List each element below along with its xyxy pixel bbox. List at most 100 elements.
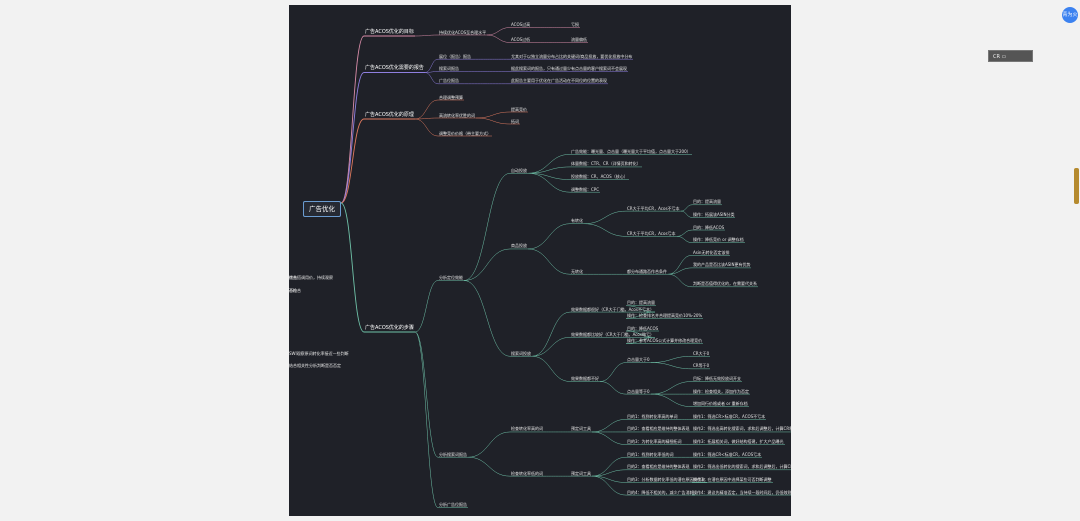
leaf-node[interactable]: 增加同行价格或者 or 重新存档 [693, 401, 748, 407]
scrollbar-thumb[interactable] [1074, 168, 1079, 204]
connector-line [414, 118, 439, 137]
leaf-node[interactable]: 自动投放 [511, 167, 527, 173]
leaf-node[interactable]: 操作1：筛选CR<标准CR，ACOS亏本 [693, 451, 762, 457]
leaf-node[interactable]: 目的：提高流量 [627, 300, 655, 306]
leaf-node[interactable]: 点击量等于0 [627, 388, 650, 394]
leaf-node[interactable]: 目的4：降低不相关的，减少广告消耗 [627, 489, 694, 495]
leaf-node[interactable]: CR大于平均CR，Acos亏本 [627, 230, 676, 236]
leaf-node[interactable]: ACOS过高 [511, 22, 531, 27]
leaf-node[interactable]: 目的1：找到转化率高的单词 [627, 413, 678, 419]
connector-line [591, 475, 627, 496]
leaf-node[interactable]: 操作：检查相关，添加作为否定 [693, 388, 749, 394]
leaf-node[interactable]: 尤其对于以独立流量分布占比的关键词/商品投放，要优化投放中分布 [511, 53, 633, 59]
leaf-node[interactable]: 效果数据都不好 [571, 375, 599, 381]
leaf-node[interactable]: 否粒 [289, 287, 297, 293]
leaf-node[interactable]: 操作2：筛选出高转化搜索词，求和后调整后，计算CR和ACOS [693, 426, 791, 432]
leaf-node[interactable]: 高流转化率优胜的词 [439, 112, 475, 118]
leaf-node[interactable]: ACOS过低 [511, 37, 531, 42]
leaf-node[interactable]: 持续优化ACOS至合理水平 [439, 29, 487, 35]
leaf-node[interactable]: 投放数据：CR、ACOS（核心） [571, 174, 628, 180]
branch-node[interactable]: 广告ACOS优化的目标 [365, 28, 414, 35]
leaf-node[interactable]: 广告效能：曝光量、点击量（曝光量大于平均值，点击量大于200） [571, 148, 691, 154]
leaf-node[interactable]: 据此搜索词的报告，只有通过量少有点击量的客户搜索词不会展现 [511, 66, 627, 71]
user-avatar-button[interactable]: 青为火 [1062, 7, 1078, 23]
connector-line [486, 27, 511, 36]
leaf-node[interactable]: 广告位报告 [439, 78, 459, 84]
leaf-node[interactable]: 分析搜索词报告 [439, 451, 467, 457]
leaf-node[interactable]: 预定词工具 [571, 470, 591, 476]
connector-line [414, 331, 439, 458]
leaf-node[interactable]: 调整数据：CPC [571, 186, 599, 192]
leaf-node[interactable]: 目的2：查看相应是维持的整体表现 [627, 426, 690, 432]
connector-line [625, 311, 656, 319]
leaf-node[interactable]: 展位（报告）报告 [439, 53, 471, 59]
leaf-node[interactable]: 拓词 [511, 118, 519, 124]
leaf-node[interactable]: 操作：检查排名并合理提高竞价10%-20% [627, 312, 703, 318]
connector-line [527, 166, 571, 174]
leaf-node[interactable]: CR等于0 [693, 363, 710, 369]
leaf-node[interactable]: 我的产品是否比该ASIN更有优势 [693, 262, 751, 268]
leaf-node[interactable]: Asin无转化否定该排 [693, 249, 730, 255]
leaf-node[interactable]: 目的3：为转化率高的精细拓词 [627, 439, 682, 445]
leaf-node[interactable]: 合理调整预算 [439, 94, 463, 100]
leaf-node[interactable]: 都分布通路否作合条件 [627, 268, 667, 274]
leaf-node[interactable]: 效果数据都比较好（CR大于门槛，Acos略亏） [571, 331, 654, 337]
leaf-node[interactable]: CR大于0 [693, 350, 710, 356]
mindmap-canvas: 广告优化 广告ACOS优化的目标 持续优化ACOS至合理水平 ACOS过高 亏损 ACOS… [289, 5, 791, 516]
leaf-node[interactable]: 提高竞价 [511, 106, 527, 112]
leaf-node[interactable]: 目的：提高流量 [693, 199, 721, 205]
leaf-node[interactable]: 预定词工具 [571, 426, 591, 432]
leaf-node[interactable]: 操作：降低竞价 or 调整存档 [693, 237, 744, 243]
leaf-node[interactable]: 此报告主要用于优化在广告活动在不同位的位置的表现 [511, 78, 607, 84]
connector-line [667, 273, 693, 288]
leaf-node[interactable]: 操作：拓展该ASIN分类 [693, 211, 735, 217]
leaf-node[interactable]: 判断是否值得优化的，在需要代关系 [693, 281, 757, 287]
leaf-node[interactable]: 操作4：建议先精准否定，当持续一段时间后，仍低效则精确否定 [693, 489, 791, 495]
leaf-node[interactable]: 体量数据：CTR、CR（详情页和转化） [571, 161, 641, 167]
connector-line [625, 305, 656, 313]
connector-line [424, 58, 439, 73]
connector-line [414, 99, 439, 120]
leaf-node[interactable]: 目的2：查看相应是维持的整体表现 [627, 464, 690, 470]
connector-line [463, 248, 511, 281]
connector-line [599, 381, 627, 395]
leaf-node[interactable]: 目的1：找到转化率低的词 [627, 451, 674, 457]
leaf-node[interactable]: 流量偏低 [571, 37, 587, 42]
leaf-node[interactable]: 亏损 [571, 22, 579, 27]
leaf-node[interactable]: 目的3：分析数据转化率低的潜在原因并优化 [627, 476, 706, 482]
connector-line [650, 362, 693, 370]
mindmap-toolbox[interactable]: CR ▭ [988, 50, 1033, 62]
leaf-node[interactable]: 操作3：在潜在原因中选择某些可否判断调整 [693, 476, 772, 482]
leaf-node[interactable]: 商品投放 [511, 243, 527, 249]
connector-line [591, 456, 627, 477]
leaf-node[interactable]: 点击量大于0 [627, 357, 650, 363]
leaf-node[interactable]: 优先搭调用价，持续观察 [289, 275, 333, 281]
leaf-node[interactable]: 目的：降低ACOS [627, 325, 659, 331]
leaf-node[interactable]: 有转化 [571, 218, 583, 224]
leaf-node[interactable]: 目标：降低无效投放词开支 [693, 375, 741, 381]
leaf-node[interactable]: 操作2：筛选出低转化的搜索词，求和后调整后，计算CR和ACOS [693, 464, 791, 470]
leaf-node[interactable]: 检查转化率高的词 [511, 426, 543, 432]
leaf-node[interactable]: 分析广告位报告 [439, 502, 467, 508]
leaf-node[interactable]: 结合相关性分析判断是否否定 [289, 363, 341, 369]
leaf-node[interactable]: 效果数据都很好（CR大于门槛，Acos不亏本） [571, 306, 654, 312]
branch-node[interactable]: 广告ACOS优化需要的报告 [365, 65, 424, 71]
leaf-node[interactable]: 操作3：拓展相关词，做好结构搭建，扩大产品曝光 [693, 439, 784, 445]
leaf-node[interactable]: 搜索词报告 [439, 66, 459, 71]
leaf-node[interactable]: 目的：降低ACOS [693, 224, 725, 230]
leaf-node[interactable]: 操作1：筛选CR>标准CR，ACOS不亏本 [693, 413, 766, 419]
root-node[interactable]: 广告优化 [303, 200, 341, 217]
leaf-node[interactable]: 调整竞价价格（带主要方式） [439, 130, 491, 136]
leaf-node[interactable]: SWI观察原词转化率接近一些判断 [289, 350, 349, 356]
leaf-node[interactable]: 检查转化率低的词 [511, 470, 543, 476]
leaf-node[interactable]: 无转化 [571, 268, 583, 274]
leaf-node[interactable]: 搜索词投放 [511, 350, 531, 356]
leaf-node[interactable]: 分析定位效能 [439, 275, 463, 281]
branch-node[interactable]: 广告ACOS优化的原理 [365, 111, 414, 118]
connector-line [527, 248, 571, 275]
leaf-node[interactable]: CR大于平均CR，Acos不亏本 [627, 205, 680, 211]
leaf-node[interactable]: 不符合 [289, 287, 301, 293]
leaf-node[interactable]: 操作：参考ACOS公式计算并修改合理竞价 [627, 338, 703, 344]
leaf-node[interactable]: 符合 [289, 275, 297, 281]
branch-node[interactable]: 广告ACOS优化的步骤 [365, 324, 414, 331]
